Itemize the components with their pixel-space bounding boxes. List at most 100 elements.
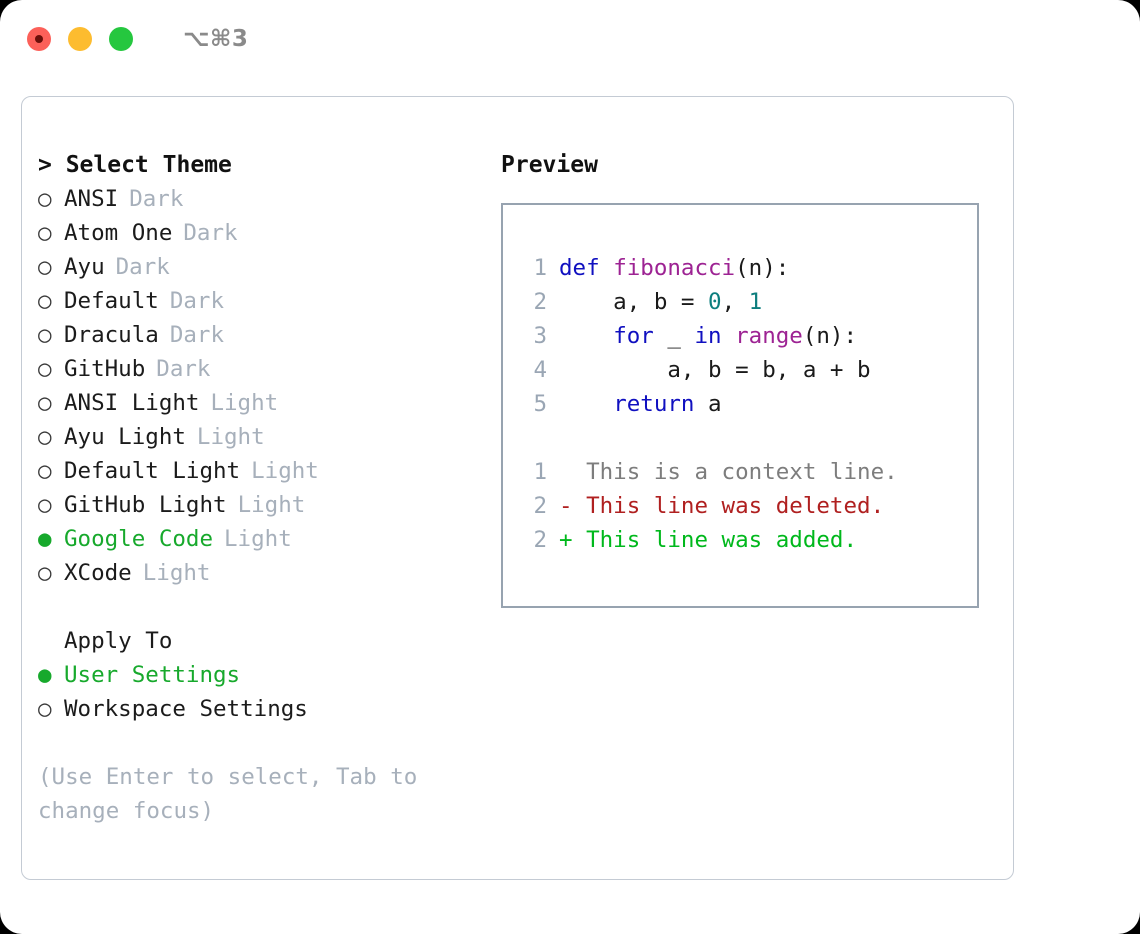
apply-to-label: Apply To <box>64 628 173 654</box>
theme-kind-badge: Dark <box>169 288 225 314</box>
apply-to-option-label: User Settings <box>64 662 241 688</box>
theme-kind-badge: Dark <box>183 220 238 246</box>
theme-list-item[interactable]: ○ GitHub Light Light <box>38 488 493 522</box>
line-number: 3 <box>533 323 547 349</box>
theme-name-label: Atom One <box>64 220 173 246</box>
code-token-plain: (n): <box>735 255 790 281</box>
apply-to-option-label: Workspace Settings <box>64 696 308 722</box>
apply-to-options: ● User Settings ○ Workspace Settings <box>38 658 493 726</box>
theme-list-item[interactable]: ○ Atom One Dark <box>38 216 493 250</box>
theme-list-item[interactable]: ○ GitHub Dark <box>38 352 493 386</box>
theme-name-label: ANSI <box>64 186 119 212</box>
theme-list-item[interactable]: ○ Default Light Light <box>38 454 493 488</box>
code-line: 3 for _ in range(n): <box>523 319 971 353</box>
code-token-plain <box>600 255 614 281</box>
radio-unselected-icon[interactable]: ○ <box>38 424 52 450</box>
code-token-fn: fibonacci <box>613 255 736 281</box>
close-button[interactable] <box>27 27 51 51</box>
select-theme-header: > Select Theme <box>38 152 232 178</box>
diff-line: 2- This line was deleted. <box>523 489 971 523</box>
theme-kind-badge: Light <box>210 390 279 416</box>
line-number: 1 <box>533 255 547 281</box>
keyboard-shortcut-label: ⌥⌘3 <box>183 26 249 52</box>
code-diff-spacer <box>523 421 971 455</box>
diff-line: 1 This is a context line. <box>523 455 971 489</box>
line-number: 1 <box>533 459 547 485</box>
radio-unselected-icon[interactable]: ○ <box>38 560 52 586</box>
radio-unselected-icon[interactable]: ○ <box>38 288 52 314</box>
list-spacer <box>38 590 493 624</box>
line-number: 5 <box>533 391 547 417</box>
radio-selected-icon[interactable]: ● <box>38 526 52 552</box>
radio-unselected-icon[interactable]: ○ <box>38 390 52 416</box>
radio-unselected-icon[interactable]: ○ <box>38 458 52 484</box>
code-token-plain <box>559 323 613 349</box>
radio-unselected-icon[interactable]: ○ <box>38 356 52 382</box>
code-token-kw: for <box>613 323 654 349</box>
line-number: 2 <box>533 289 547 315</box>
preview-title: Preview <box>501 152 598 178</box>
radio-selected-icon[interactable]: ● <box>38 662 52 688</box>
keyboard-hint-text: (Use Enter to select, Tab to change focu… <box>38 764 418 824</box>
theme-name-label: XCode <box>64 560 132 586</box>
apply-to-option[interactable]: ○ Workspace Settings <box>38 692 493 726</box>
apply-to-option[interactable]: ● User Settings <box>38 658 493 692</box>
maximize-button[interactable] <box>109 27 133 51</box>
diff-marker: + <box>559 527 587 553</box>
theme-kind-badge: Dark <box>115 254 170 280</box>
diff-line-text: This is a context line. <box>586 459 898 485</box>
line-number: 2 <box>533 527 547 553</box>
theme-name-label: Google Code <box>64 526 214 552</box>
code-token-plain: _ <box>653 323 695 349</box>
code-line-text: def fibonacci(n): <box>559 251 789 285</box>
radio-unselected-icon[interactable]: ○ <box>38 220 52 246</box>
code-token-plain: a, b = b, a + b <box>559 357 871 383</box>
radio-unselected-icon[interactable]: ○ <box>38 696 52 722</box>
title-bar: ⌥⌘3 <box>0 0 1140 78</box>
code-token-plain: a, b = <box>559 289 709 315</box>
radio-unselected-icon[interactable]: ○ <box>38 322 52 348</box>
theme-name-label: GitHub Light <box>64 492 227 518</box>
theme-kind-badge: Light <box>196 424 265 450</box>
code-token-plain: (n): <box>802 323 858 349</box>
code-token-kw: def <box>559 255 600 281</box>
minimize-button[interactable] <box>68 27 92 51</box>
line-number: 2 <box>533 493 547 519</box>
theme-list-item[interactable]: ○ Ayu Dark <box>38 250 493 284</box>
theme-name-label: Ayu <box>64 254 105 280</box>
theme-kind-badge: Light <box>237 492 306 518</box>
theme-name-label: Default Light <box>64 458 241 484</box>
code-line: 5 return a <box>523 387 971 421</box>
theme-kind-badge: Dark <box>156 356 211 382</box>
code-token-kw: return <box>613 391 695 417</box>
radio-unselected-icon[interactable]: ○ <box>38 492 52 518</box>
diff-marker: - <box>559 493 587 519</box>
diff-line: 2+ This line was added. <box>523 523 971 557</box>
radio-unselected-icon[interactable]: ○ <box>38 254 52 280</box>
code-line: 4 a, b = b, a + b <box>523 353 971 387</box>
code-token-fn: range <box>735 323 803 349</box>
theme-name-label: GitHub <box>64 356 146 382</box>
code-line: 2 a, b = 0, 1 <box>523 285 971 319</box>
code-token-plain <box>722 323 736 349</box>
radio-unselected-icon[interactable]: ○ <box>38 186 52 212</box>
theme-name-label: Dracula <box>64 322 159 348</box>
code-token-plain: a <box>694 391 722 417</box>
theme-kind-badge: Light <box>251 458 319 484</box>
code-token-plain <box>559 391 613 417</box>
window-controls <box>27 27 133 51</box>
